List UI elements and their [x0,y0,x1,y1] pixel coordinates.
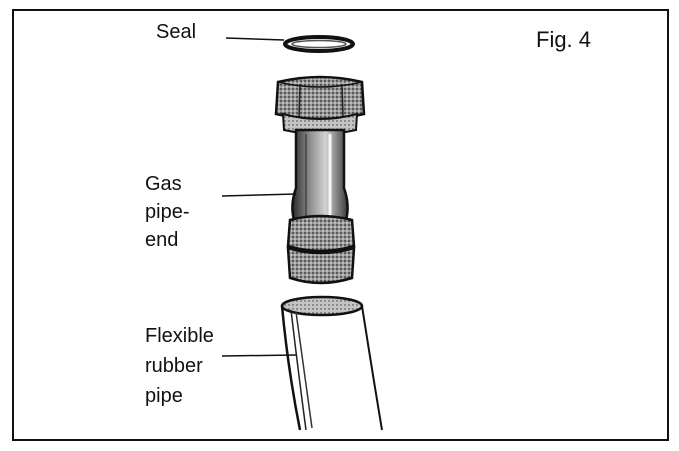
flexible-pipe-label-line-2: rubber [145,355,203,377]
gas-pipe-end-label-line-2: pipe- [145,201,190,223]
gas-pipe-end-label-line-1: Gas [145,173,182,195]
figure-number-label: Fig. 4 [536,27,592,52]
seal-ring [283,35,355,53]
flexible-pipe-leader-line [221,354,297,357]
gas-pipe-end-label-line-3: end [145,229,179,251]
flexible-pipe-label-line-1: Flexible [145,325,214,347]
gas-pipe-end-leader-line [221,193,297,197]
gas-pipe-end [274,75,366,285]
figure-border [12,9,669,441]
flexible-rubber-pipe [280,295,383,431]
seal-leader-line [225,37,285,41]
flexible-pipe-label-line-3: pipe [145,385,183,407]
seal-label: Seal [156,21,197,43]
